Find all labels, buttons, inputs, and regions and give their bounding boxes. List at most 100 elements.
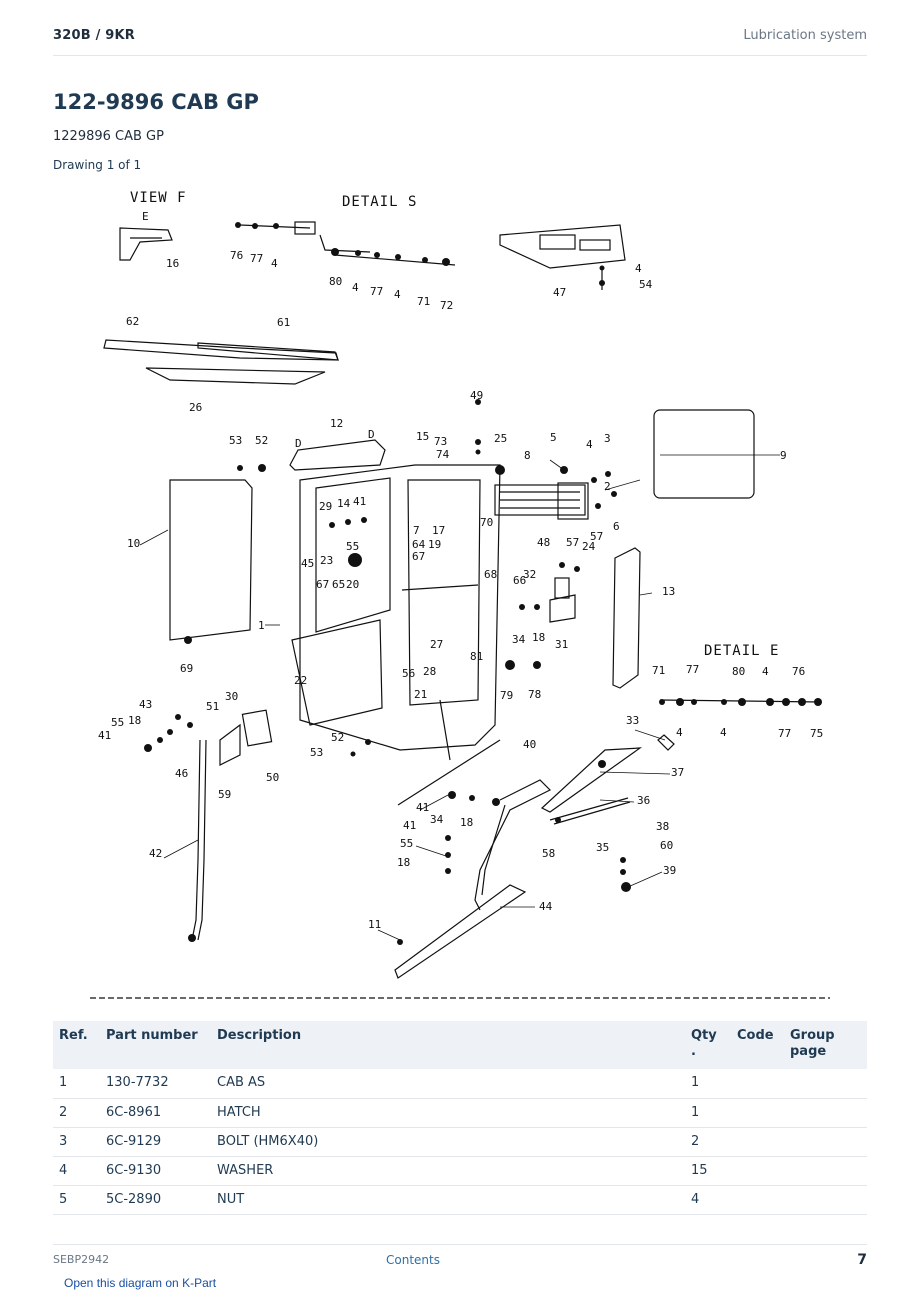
- svg-text:11: 11: [368, 918, 381, 931]
- page-footer: SEBP2942 Contents 7: [53, 1244, 867, 1274]
- svg-text:48: 48: [537, 536, 550, 549]
- svg-text:81: 81: [470, 650, 483, 663]
- cell-group-page: [784, 1185, 867, 1215]
- svg-text:61: 61: [277, 316, 290, 329]
- svg-text:19: 19: [428, 538, 441, 551]
- svg-text:65: 65: [332, 578, 345, 591]
- svg-text:33: 33: [626, 714, 639, 727]
- svg-text:69: 69: [180, 662, 193, 675]
- svg-text:4: 4: [676, 726, 683, 739]
- cell-part-number: 130-7732: [100, 1069, 211, 1099]
- svg-text:30: 30: [225, 690, 238, 703]
- svg-text:55: 55: [400, 837, 413, 850]
- svg-text:52: 52: [331, 731, 344, 744]
- cell-part-number: 6C-9130: [100, 1156, 211, 1186]
- svg-text:54: 54: [639, 278, 653, 291]
- svg-text:9: 9: [780, 449, 787, 462]
- svg-text:52: 52: [255, 434, 268, 447]
- svg-text:31: 31: [555, 638, 568, 651]
- col-ref: Ref.: [53, 1021, 100, 1069]
- svg-text:4: 4: [635, 262, 642, 275]
- svg-text:62: 62: [126, 315, 139, 328]
- cell-part-number: 6C-9129: [100, 1127, 211, 1157]
- table-row: 5 5C-2890 NUT 4: [53, 1185, 867, 1215]
- svg-text:6: 6: [613, 520, 620, 533]
- page-title: 122-9896 CAB GP: [53, 90, 259, 114]
- svg-text:39: 39: [663, 864, 676, 877]
- cell-ref: 3: [53, 1127, 100, 1157]
- cell-qty: 4: [685, 1185, 731, 1215]
- svg-text:71: 71: [652, 664, 665, 677]
- table-row: 4 6C-9130 WASHER 15: [53, 1156, 867, 1186]
- svg-text:56: 56: [402, 667, 415, 680]
- svg-text:42: 42: [149, 847, 162, 860]
- svg-text:20: 20: [346, 578, 359, 591]
- svg-text:4: 4: [720, 726, 727, 739]
- svg-text:36: 36: [637, 794, 650, 807]
- svg-text:49: 49: [470, 389, 483, 402]
- svg-text:10: 10: [127, 537, 140, 550]
- table-row: 3 6C-9129 BOLT (HM6X40) 2: [53, 1127, 867, 1157]
- cell-description: HATCH: [211, 1098, 685, 1128]
- table-row: 2 6C-8961 HATCH 1: [53, 1098, 867, 1128]
- svg-text:5: 5: [550, 431, 557, 444]
- svg-text:57: 57: [566, 536, 579, 549]
- cell-part-number: 6C-8961: [100, 1098, 211, 1128]
- svg-text:59: 59: [218, 788, 231, 801]
- contents-link[interactable]: Contents: [386, 1252, 440, 1267]
- col-code: Code: [731, 1021, 784, 1069]
- page-number: 7: [857, 1251, 867, 1268]
- svg-text:73: 73: [434, 435, 447, 448]
- page-header: 320B / 9KR Lubrication system: [53, 28, 867, 56]
- svg-text:40: 40: [523, 738, 536, 751]
- svg-text:76: 76: [792, 665, 805, 678]
- svg-text:47: 47: [553, 286, 566, 299]
- svg-text:18: 18: [532, 631, 545, 644]
- parts-table: Ref. Part number Description Qty . Code …: [53, 1021, 867, 1215]
- svg-text:26: 26: [189, 401, 202, 414]
- svg-text:4: 4: [762, 665, 769, 678]
- svg-text:77: 77: [778, 727, 791, 740]
- document-id: SEBP2942: [53, 1253, 110, 1266]
- svg-text:27: 27: [430, 638, 443, 651]
- svg-text:24: 24: [582, 540, 596, 553]
- svg-text:37: 37: [671, 766, 684, 779]
- cell-group-page: [784, 1127, 867, 1157]
- cell-description: NUT: [211, 1185, 685, 1215]
- cell-code: [731, 1156, 784, 1186]
- svg-text:67: 67: [316, 578, 329, 591]
- cell-ref: 1: [53, 1069, 100, 1099]
- svg-text:53: 53: [310, 746, 323, 759]
- svg-text:66: 66: [513, 574, 526, 587]
- svg-text:8: 8: [524, 449, 531, 462]
- svg-text:D: D: [368, 428, 375, 441]
- svg-text:18: 18: [460, 816, 473, 829]
- svg-text:29: 29: [319, 500, 332, 513]
- svg-text:77: 77: [250, 252, 263, 265]
- cell-ref: 4: [53, 1156, 100, 1186]
- open-on-kpart-link[interactable]: Open this diagram on K-Part: [64, 1276, 217, 1290]
- cell-part-number: 5C-2890: [100, 1185, 211, 1215]
- col-part-number: Part number: [100, 1021, 211, 1069]
- svg-text:2: 2: [604, 480, 611, 493]
- svg-text:79: 79: [500, 689, 513, 702]
- svg-text:35: 35: [596, 841, 609, 854]
- svg-text:4: 4: [271, 257, 278, 270]
- svg-text:13: 13: [662, 585, 675, 598]
- svg-text:DETAIL E: DETAIL E: [704, 643, 779, 659]
- svg-text:60: 60: [660, 839, 673, 852]
- svg-text:18: 18: [397, 856, 410, 869]
- page-subtitle: 1229896 CAB GP: [53, 129, 164, 144]
- svg-text:23: 23: [320, 554, 333, 567]
- drawing-label: Drawing 1 of 1: [53, 158, 142, 172]
- svg-text:51: 51: [206, 700, 219, 713]
- svg-text:1: 1: [258, 619, 265, 632]
- svg-text:21: 21: [414, 688, 427, 701]
- svg-text:D: D: [295, 437, 302, 450]
- cell-ref: 2: [53, 1098, 100, 1128]
- svg-text:41: 41: [416, 801, 429, 814]
- col-qty: Qty .: [685, 1021, 731, 1069]
- svg-text:25: 25: [494, 432, 507, 445]
- svg-text:72: 72: [440, 299, 453, 312]
